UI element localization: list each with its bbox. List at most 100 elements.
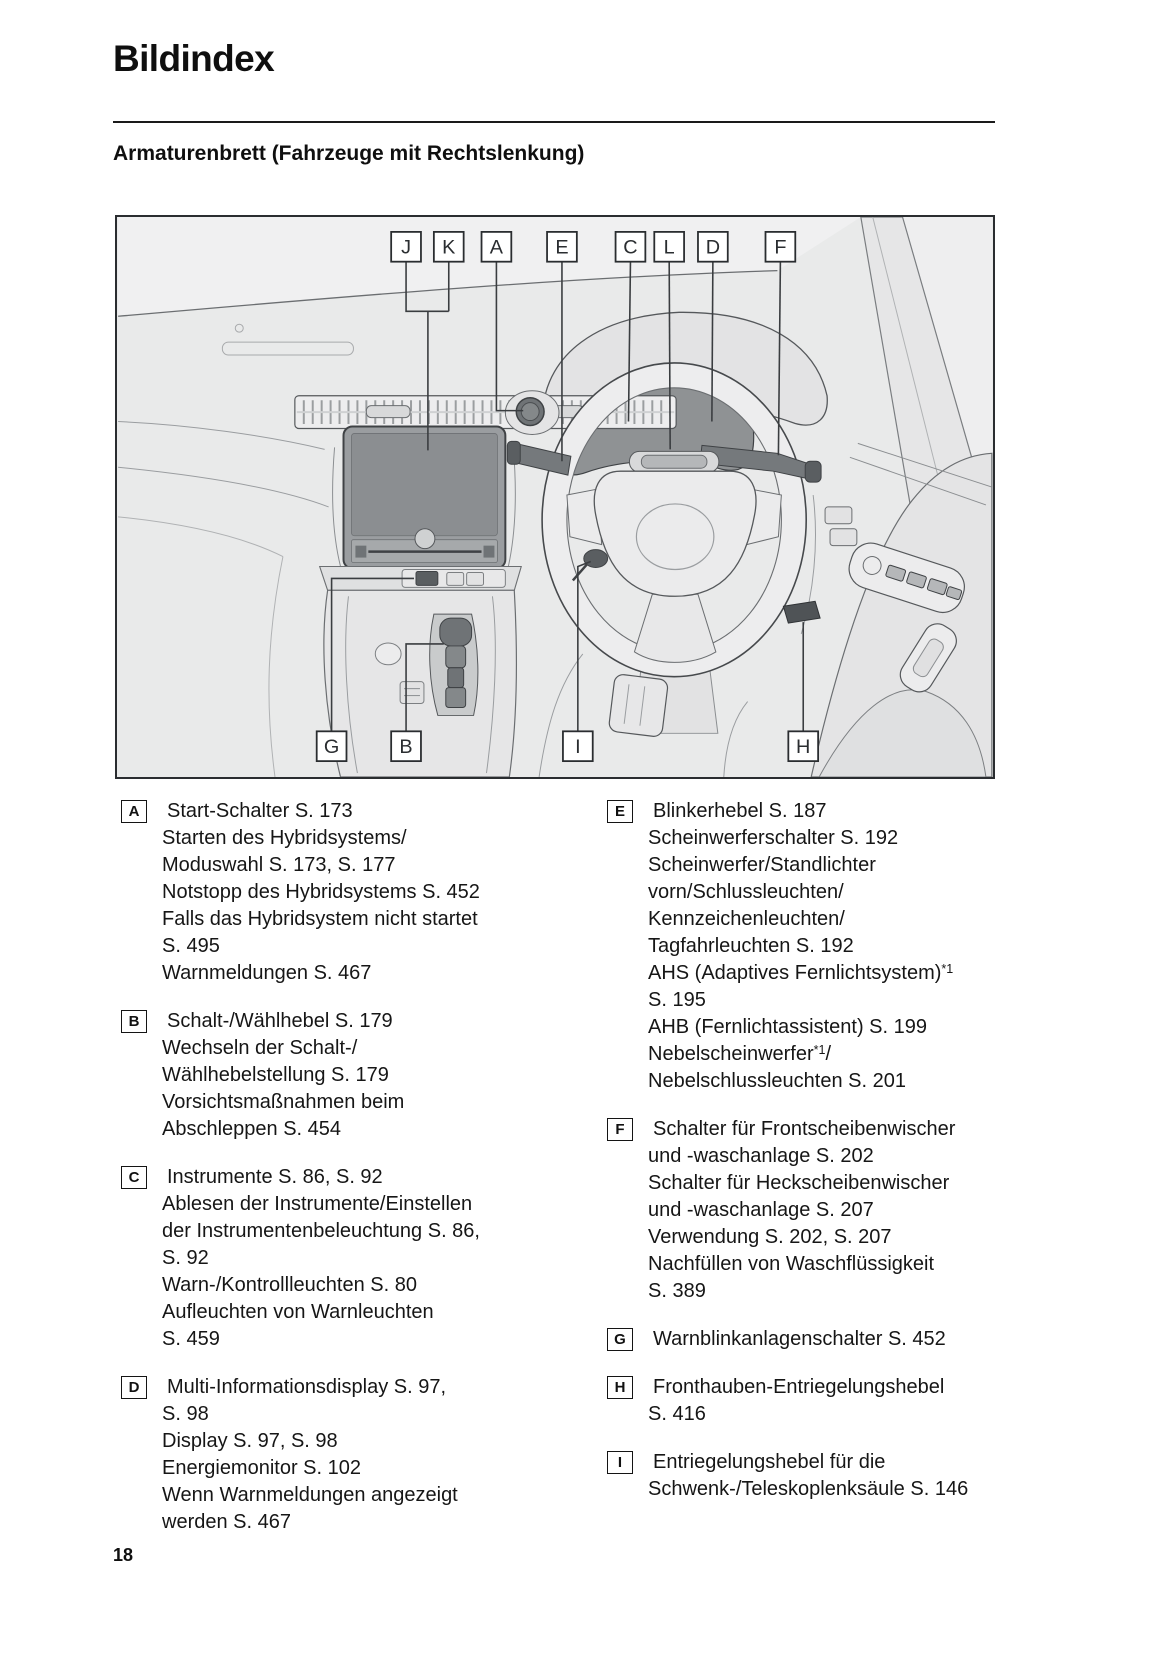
legend-letter-H: H bbox=[607, 1376, 633, 1399]
legend-line: Notstopp des Hybridsystems S. 452 bbox=[162, 881, 480, 903]
defroster-vent bbox=[221, 341, 354, 356]
legend-line: S. 495 bbox=[162, 935, 220, 957]
legend-line: Verwendung S. 202, S. 207 bbox=[648, 1226, 892, 1248]
legend-line: und -waschanlage S. 207 bbox=[648, 1199, 874, 1221]
legend-line: S. 195 bbox=[648, 989, 706, 1011]
legend-line: S. 389 bbox=[648, 1280, 706, 1302]
legend-line: Schalt-/Wählhebel S. 179 bbox=[167, 1010, 393, 1032]
callout-G: G bbox=[315, 577, 415, 763]
legend-line: Schalter für Frontscheibenwischer bbox=[653, 1118, 956, 1140]
legend-line: Blinkerhebel S. 187 bbox=[653, 800, 827, 822]
legend-letter-B: B bbox=[121, 1010, 147, 1033]
legend-letter-D: D bbox=[121, 1376, 147, 1399]
a-pillar-seam bbox=[872, 217, 949, 517]
callout-E: E bbox=[546, 231, 578, 462]
legend-letter-G: G bbox=[607, 1328, 633, 1351]
callout-D: D bbox=[697, 231, 729, 422]
center-console bbox=[318, 565, 522, 777]
turn-signal-stalk bbox=[506, 440, 572, 476]
accelerator-pedal bbox=[608, 674, 669, 737]
legend-line: Ablesen der Instrumente/Einstellen bbox=[162, 1193, 473, 1215]
legend-line: Wechseln der Schalt-/ bbox=[162, 1037, 358, 1059]
steering-wheel-outer bbox=[541, 362, 807, 678]
legend-line: Nebelscheinwerfer*1/ bbox=[648, 1043, 832, 1065]
legend-line: Display S. 97, S. 98 bbox=[162, 1430, 338, 1452]
cup-holder bbox=[374, 642, 402, 666]
legend-line: S. 98 bbox=[162, 1403, 209, 1425]
svg-text:A: A bbox=[490, 237, 504, 259]
callout-K: K bbox=[432, 231, 465, 312]
legend-line: Tagfahrleuchten S. 192 bbox=[648, 935, 854, 957]
callout-C: C bbox=[614, 231, 647, 422]
svg-text:L: L bbox=[664, 237, 675, 259]
legend-line: Nebelschlussleuchten S. 201 bbox=[648, 1070, 906, 1092]
tilt-release-lever bbox=[571, 549, 609, 582]
page-title: Bildindex bbox=[113, 38, 275, 79]
legend-line: Starten des Hybridsystems/ bbox=[162, 827, 407, 849]
touchscreen-display bbox=[332, 425, 516, 570]
callout-H: H bbox=[787, 622, 820, 763]
svg-text:J: J bbox=[401, 237, 411, 259]
legend-line: Falls das Hybridsystem nicht startet bbox=[162, 908, 478, 930]
shift-lever bbox=[439, 617, 473, 647]
legend-line: Moduswahl S. 173, S. 177 bbox=[162, 854, 396, 876]
legend-line: Multi-Informationsdisplay S. 97, bbox=[167, 1376, 447, 1398]
callout-J: J bbox=[390, 231, 449, 451]
legend-line: Kennzeichenleuchten/ bbox=[648, 908, 845, 930]
dash-sensor bbox=[234, 323, 244, 333]
window-switch-pod bbox=[848, 542, 965, 614]
svg-text:H: H bbox=[796, 736, 810, 758]
armrest bbox=[818, 689, 987, 777]
legend-letter-F: F bbox=[607, 1118, 633, 1141]
legend-line: S. 92 bbox=[162, 1247, 209, 1269]
legend-line: Wählhebelstellung S. 179 bbox=[162, 1064, 389, 1086]
legend-line: AHS (Adaptives Fernlichtsystem)*1 bbox=[648, 962, 954, 984]
legend-line: werden S. 467 bbox=[162, 1511, 291, 1533]
legend-line: AHB (Fernlichtassistent) S. 199 bbox=[648, 1016, 927, 1038]
legend-line: Scheinwerfer/Standlichter bbox=[648, 854, 876, 876]
floor-lines bbox=[538, 653, 749, 777]
svg-text:K: K bbox=[442, 237, 456, 259]
legend-line: Instrumente S. 86, S. 92 bbox=[167, 1166, 383, 1188]
steering-wheel-hub bbox=[566, 450, 782, 663]
svg-text:F: F bbox=[774, 237, 786, 259]
legend-line: Abschleppen S. 454 bbox=[162, 1118, 342, 1140]
svg-text:B: B bbox=[399, 736, 412, 758]
title-divider bbox=[113, 121, 995, 123]
svg-text:E: E bbox=[555, 237, 568, 259]
legend-line: Wenn Warnmeldungen angezeigt bbox=[162, 1484, 458, 1506]
legend-line: S. 416 bbox=[648, 1403, 706, 1425]
callout-F: F bbox=[764, 231, 797, 456]
legend-item-H: H Fronthauben-Entriegelungshebel S. 416 bbox=[599, 1374, 1074, 1428]
legend-line: Warnblinkanlagenschalter S. 452 bbox=[653, 1328, 946, 1350]
legend-line: Fronthauben-Entriegelungshebel bbox=[653, 1376, 945, 1398]
callout-L: L bbox=[653, 231, 685, 450]
legend-item-G: G Warnblinkanlagenschalter S. 452 bbox=[599, 1326, 1074, 1353]
legend-line: Aufleuchten von Warnleuchten bbox=[162, 1301, 434, 1323]
door-panel bbox=[810, 442, 993, 777]
side-window bbox=[902, 217, 992, 517]
legend-line: der Instrumentenbeleuchtung S. 86, bbox=[162, 1220, 480, 1242]
dash-seams bbox=[118, 421, 329, 777]
section-subtitle: Armaturenbrett (Fahrzeuge mit Rechtslenk… bbox=[113, 142, 585, 165]
windshield-base-line bbox=[118, 269, 778, 317]
legend-line: Schalter für Heckscheibenwischer bbox=[648, 1172, 950, 1194]
svg-text:C: C bbox=[623, 237, 637, 259]
legend-letter-E: E bbox=[607, 800, 633, 823]
legend-line: Energiemonitor S. 102 bbox=[162, 1457, 362, 1479]
svg-text:D: D bbox=[706, 237, 720, 259]
legend-line: vorn/Schlussleuchten/ bbox=[648, 881, 844, 903]
legend-item-F: F Schalter für Frontscheibenwischer und -w… bbox=[599, 1116, 1074, 1305]
legend-letter-I: I bbox=[607, 1451, 633, 1474]
legend-line: Schwenk-/Teleskoplenksäule S. 146 bbox=[648, 1478, 969, 1500]
callout-A: A bbox=[480, 231, 524, 412]
svg-text:I: I bbox=[575, 736, 581, 758]
